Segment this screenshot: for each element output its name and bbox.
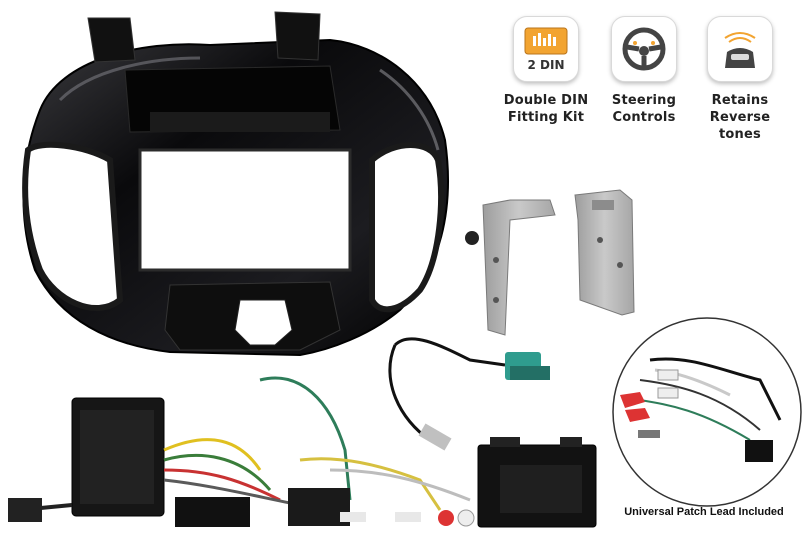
double-din-tile: 2 DIN [513, 16, 579, 82]
antenna-adapter-cable [388, 337, 550, 451]
reverse-sensor-icon [724, 32, 756, 68]
patch-lead-label: Universal Patch Lead Included [624, 506, 784, 518]
patch-lead-inset [612, 317, 802, 507]
steering-tile [611, 16, 677, 82]
feature-caption-line1: Retains [711, 93, 769, 108]
dash-fascia-panel [22, 11, 449, 357]
reverse-tile [707, 16, 773, 82]
control-box-module [477, 437, 597, 528]
mounting-brackets [465, 189, 635, 336]
feature-caption-line1: Double DIN [503, 93, 589, 108]
feature-caption-line2: Controls [612, 110, 676, 125]
steering-interface-module [71, 397, 165, 517]
double-din-icon: 2 DIN [524, 27, 568, 72]
din-badge: 2 DIN [528, 58, 565, 72]
feature-caption-line1: Steering [611, 93, 677, 108]
steering-wheel-icon [622, 27, 666, 71]
feature-caption-line2: Reverse tones [709, 110, 771, 142]
feature-double-din: 2 DIN Double DIN Fitting Kit [496, 16, 596, 126]
feature-reverse-tones: Retains Reverse tones [690, 16, 790, 143]
feature-steering-controls: Steering Controls [594, 16, 694, 126]
feature-caption-line2: Fitting Kit [507, 110, 585, 125]
